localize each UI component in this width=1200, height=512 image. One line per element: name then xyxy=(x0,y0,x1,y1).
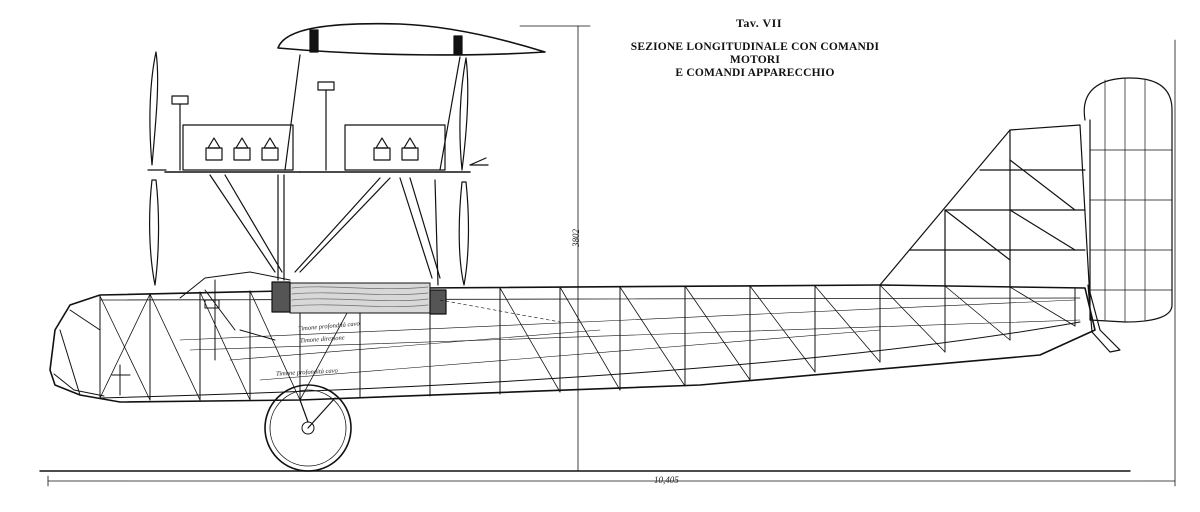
length-dimension-label: 10,405 xyxy=(654,475,679,485)
rear-propeller xyxy=(458,57,489,286)
rudder xyxy=(1083,77,1173,323)
height-dimension-line xyxy=(519,25,591,472)
tail-fin xyxy=(879,124,1091,301)
plate-title-block: Tav. VII SEZIONE LONGITUDINALE CON COMAN… xyxy=(605,16,905,80)
rear-engine xyxy=(299,81,471,173)
front-engine xyxy=(164,95,301,173)
cockpit-structure xyxy=(59,271,291,396)
fuselage-frames xyxy=(99,284,1076,401)
fuselage-lower-longeron xyxy=(99,321,1081,399)
fuel-tank-wood-grain xyxy=(289,282,431,314)
landing-wheel xyxy=(264,384,352,472)
plate-title-line1: SEZIONE LONGITUDINALE CON COMANDI MOTORI xyxy=(630,41,880,66)
landing-gear xyxy=(264,384,352,472)
height-dimension-label: 3802 xyxy=(571,229,581,247)
fuselage-outline xyxy=(49,284,1096,403)
tail-skid xyxy=(1087,284,1121,353)
front-propeller xyxy=(147,51,167,286)
plate-title-line2: E COMANDI APPARECCHIO xyxy=(675,67,835,79)
upper-wing-section xyxy=(277,22,546,56)
fuselage-diagonal-bracing xyxy=(99,284,1076,401)
plate-number: Tav. VII xyxy=(735,16,783,30)
length-dimension-line xyxy=(47,39,1176,487)
control-cables xyxy=(179,299,1081,381)
engine-struts xyxy=(209,54,461,286)
radiators xyxy=(271,281,447,315)
